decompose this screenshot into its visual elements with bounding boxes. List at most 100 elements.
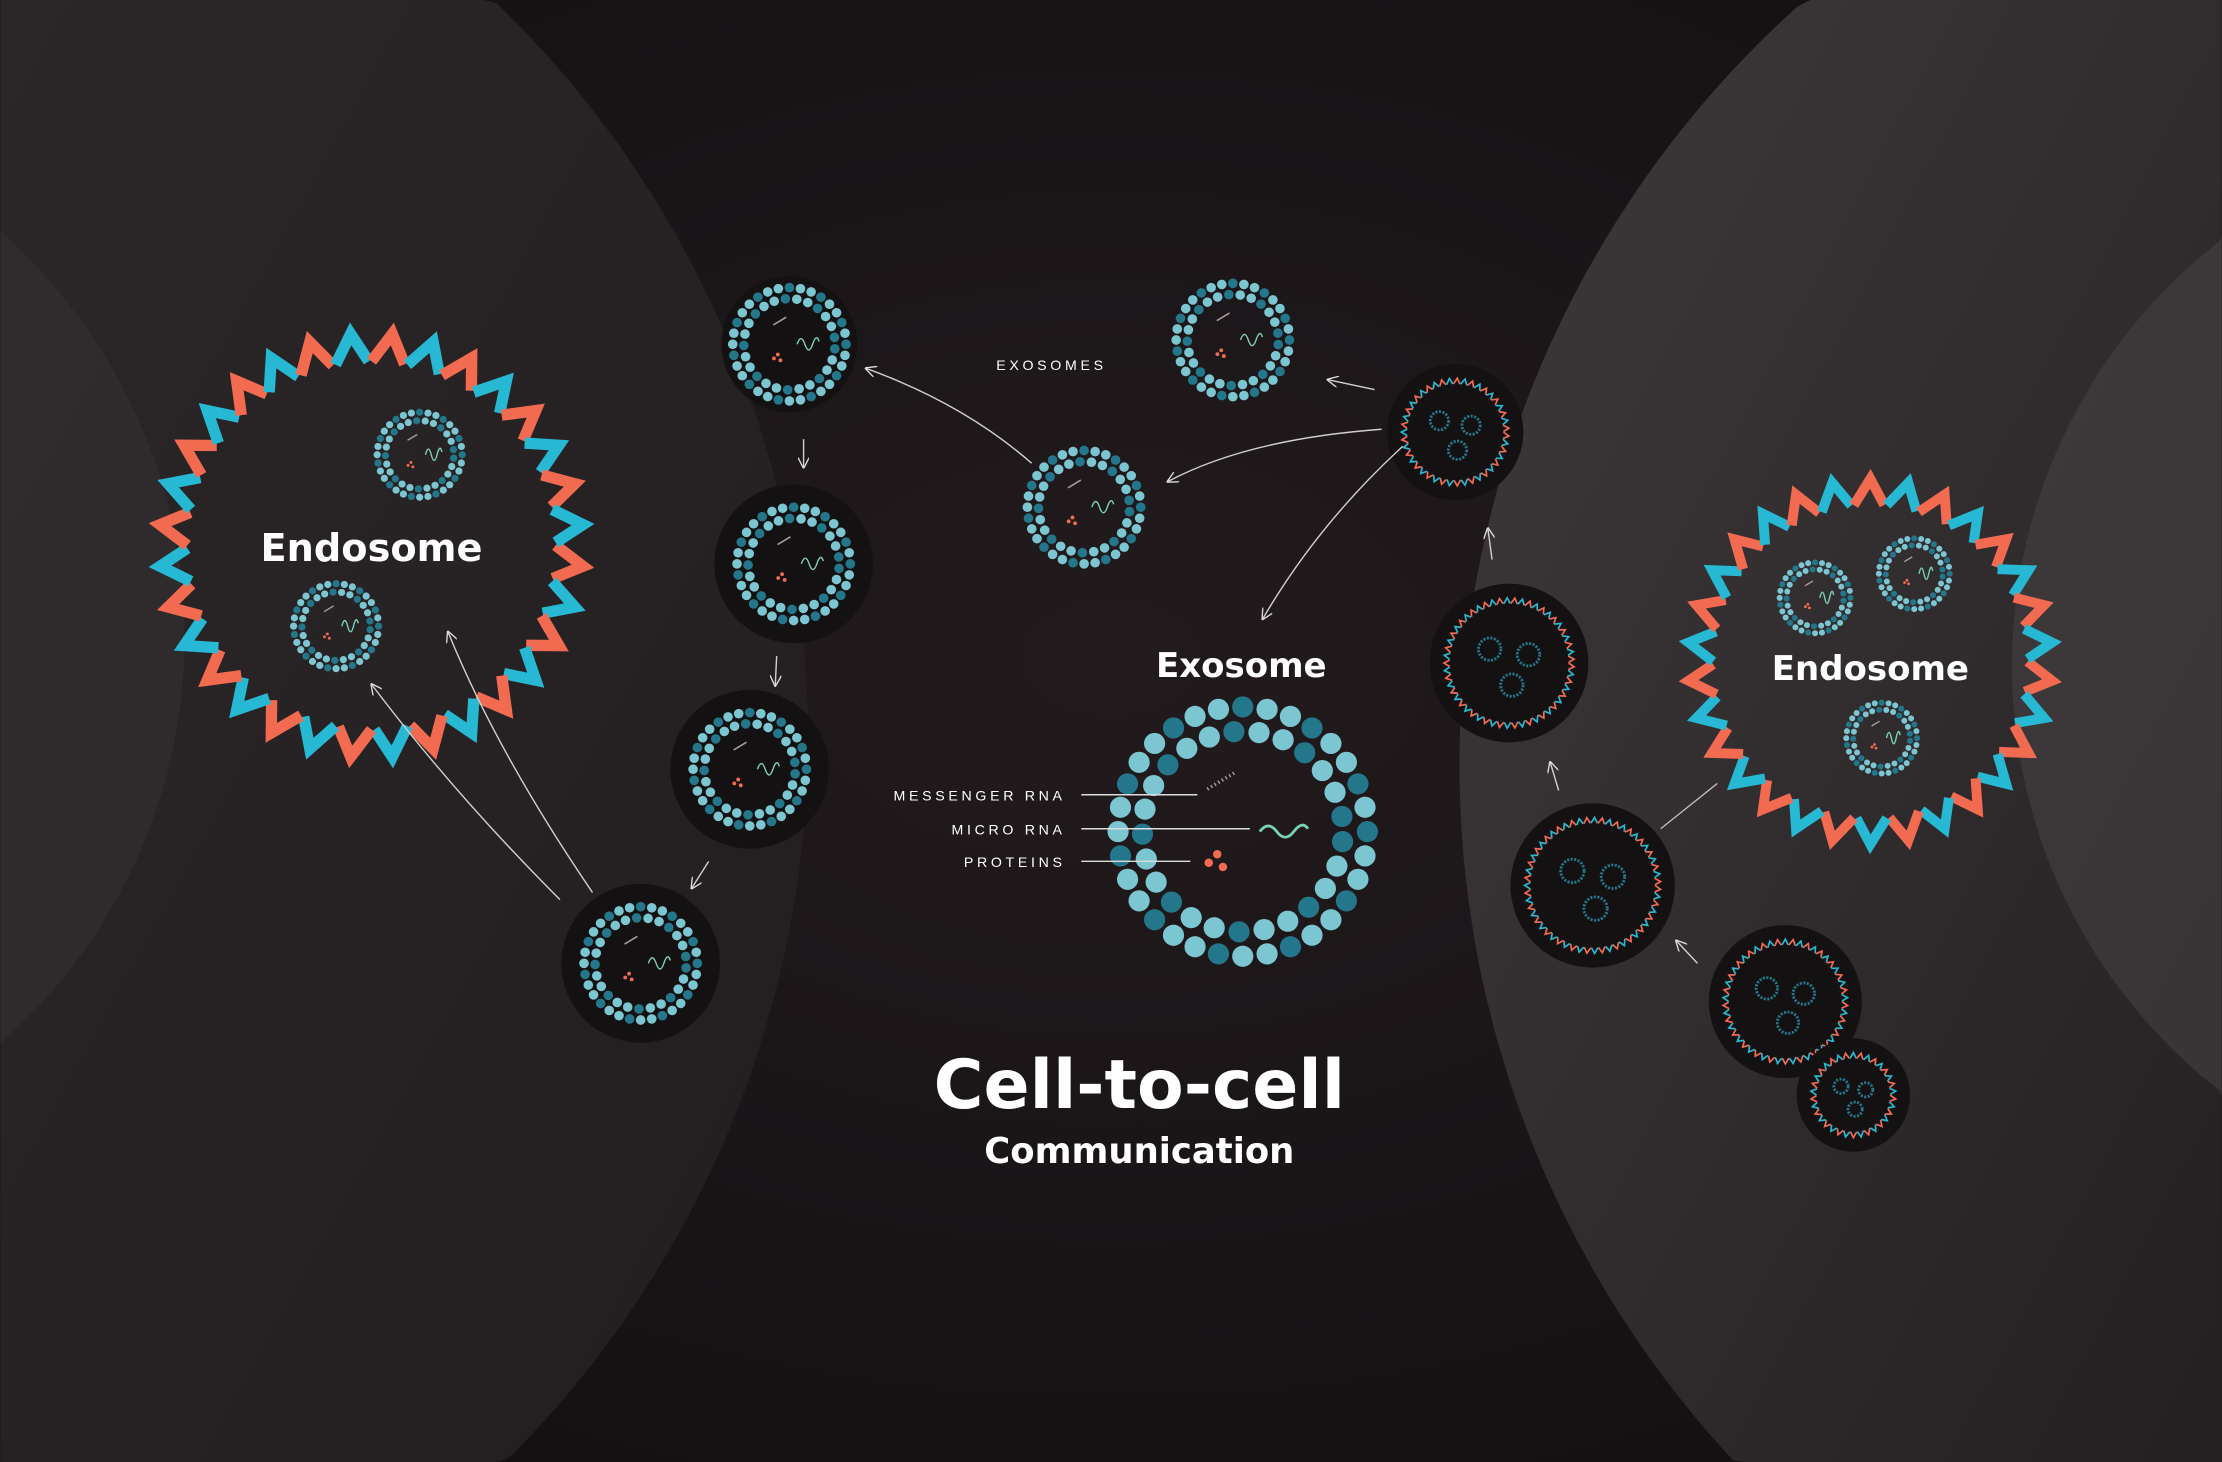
- membrane-segment: [1530, 854, 1539, 862]
- lipid-dot: [795, 395, 806, 405]
- lipid-dot: [1911, 748, 1918, 755]
- membrane-segment: [1735, 1035, 1745, 1043]
- lipid-dot: [302, 592, 310, 600]
- lipid-dot: [1216, 279, 1227, 290]
- membrane-segment: [1645, 850, 1654, 858]
- lipid-dot: [1898, 705, 1905, 712]
- membrane-segment: [1563, 940, 1571, 949]
- lipid-dot: [348, 661, 356, 670]
- lipid-dot: [806, 287, 816, 297]
- lipid-dot: [767, 611, 777, 622]
- lipid-dot: [713, 717, 724, 727]
- membrane-segment: [1502, 431, 1511, 440]
- lipid-dot: [1057, 554, 1068, 565]
- lipid-dot: [744, 707, 755, 718]
- inner-vesicle: [1446, 439, 1469, 461]
- inner-vesicle: [1428, 410, 1450, 432]
- lipid-dot: [437, 424, 445, 432]
- lipid-dot: [1787, 609, 1794, 616]
- messenger-rna-icon: [772, 316, 787, 326]
- lipid-dot: [1850, 728, 1857, 735]
- lipid-dot: [1119, 542, 1129, 553]
- membrane-segment: [1849, 468, 1889, 508]
- membrane-segment: [550, 540, 595, 584]
- lipid-dot: [732, 361, 742, 371]
- membrane-segment: [1576, 817, 1584, 826]
- membrane-segment: [1880, 1068, 1889, 1076]
- lipid-dot: [1924, 603, 1931, 610]
- lipid-dot: [816, 523, 827, 533]
- membrane-segment: [1486, 464, 1494, 473]
- lipid-dot: [712, 796, 723, 807]
- lipid-dot: [451, 427, 459, 435]
- lipid-dot: [1834, 577, 1841, 584]
- lipid-dot: [784, 396, 795, 406]
- lipid-dot: [1853, 710, 1860, 717]
- lipid-dot: [691, 969, 702, 980]
- lipid-dot: [331, 656, 339, 664]
- lipid-dot: [1256, 299, 1266, 309]
- lipid-dot: [416, 408, 424, 416]
- lipid-dot: [1107, 820, 1129, 843]
- lipid-dot: [1913, 741, 1920, 749]
- membrane-segment: [1773, 938, 1782, 947]
- lipid-dot: [314, 651, 323, 660]
- lipid-dot: [1823, 568, 1830, 575]
- membrane-segment: [295, 331, 337, 377]
- messenger-rna-icon: [733, 741, 747, 751]
- lipid-dot: [1847, 594, 1854, 601]
- lipid-dot: [580, 947, 590, 958]
- lipid-dot: [1099, 543, 1110, 553]
- lipid-dot: [346, 591, 354, 599]
- lipid-dot: [787, 780, 798, 790]
- membrane-segment: [1569, 819, 1577, 828]
- lipid-dot: [610, 920, 621, 931]
- membrane-segment: [1842, 1130, 1851, 1139]
- membrane-segment: [1522, 881, 1531, 890]
- lipid-dot: [1175, 356, 1186, 367]
- lipid-dot: [1885, 557, 1892, 564]
- lipid-dot: [424, 409, 432, 417]
- lipid-dot: [1354, 845, 1376, 867]
- membrane-segment: [1498, 410, 1508, 419]
- membrane-segment: [1727, 1022, 1736, 1030]
- lipid-dot: [773, 395, 784, 405]
- membrane-segment: [1869, 1057, 1877, 1066]
- lipid-dot: [1335, 890, 1358, 912]
- lipid-dot: [590, 959, 600, 970]
- membrane-segment: [1831, 1028, 1840, 1036]
- membrane-segment: [1554, 622, 1563, 630]
- lipid-dot: [691, 947, 702, 958]
- protein-dot: [1213, 850, 1222, 859]
- lipid-dot: [755, 820, 766, 830]
- lipid-dot: [391, 475, 399, 483]
- lipid-dot: [1787, 569, 1794, 576]
- lipid-dot: [763, 521, 774, 531]
- arrow: [1168, 428, 1382, 481]
- membrane-segment: [263, 347, 302, 393]
- membrane-segment: [1489, 598, 1497, 607]
- protein-dot: [1806, 602, 1810, 606]
- membrane-segment: [1503, 721, 1512, 730]
- membrane-segment: [198, 403, 241, 445]
- membrane-segment: [1760, 942, 1768, 951]
- membrane-segment: [1554, 695, 1563, 704]
- membrane-segment: [1483, 716, 1491, 725]
- lipid-dot: [794, 383, 804, 394]
- lipid-dot: [754, 808, 765, 819]
- membrane-segment: [1823, 1062, 1832, 1071]
- lipid-dot: [826, 584, 837, 595]
- membrane-segment: [1446, 638, 1455, 647]
- lipid-dot: [710, 734, 721, 744]
- vesicle-backdrop: [1708, 925, 1862, 1079]
- inner-vesicle: [1582, 895, 1609, 922]
- lipid-dot: [1929, 592, 1936, 599]
- lipid-dot: [689, 753, 699, 764]
- lipid-dot: [682, 989, 693, 1000]
- arrow: [1263, 445, 1404, 619]
- micro-rna-icon: [796, 337, 820, 351]
- lipid-dot: [1184, 705, 1206, 728]
- lipid-dot: [704, 804, 715, 815]
- protein-dot: [1073, 521, 1077, 526]
- lipid-dot: [1026, 524, 1037, 534]
